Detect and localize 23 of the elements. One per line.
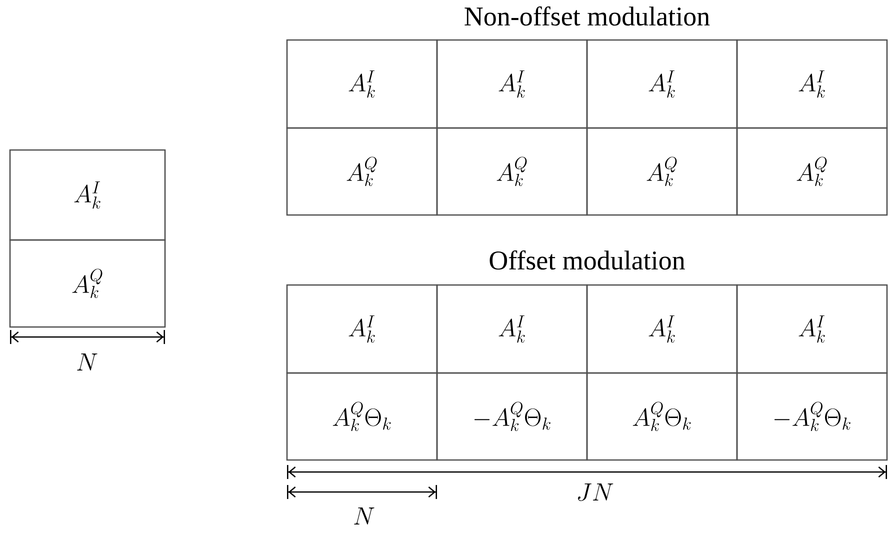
table-cell: $A_k^I$ xyxy=(286,284,438,374)
table-cell: $A_k^I$ xyxy=(286,39,438,129)
table-cell: $A_k^Q$ xyxy=(436,127,588,216)
table-cell: $A_k^I$ xyxy=(436,284,588,374)
table-cell: $A_k^Q$ xyxy=(9,239,166,328)
table-cell: $A_k^Q$ xyxy=(586,127,738,216)
table-title: Non-offset modulation xyxy=(464,6,710,26)
dimension-label: $N$ xyxy=(354,508,374,524)
table-cell: $A_k^Q$ xyxy=(286,127,438,216)
table-cell: $-A_k^Q\Theta_k$ xyxy=(736,372,888,461)
table-cell: $A_k^I$ xyxy=(736,284,888,374)
table-cell: $A_k^I$ xyxy=(9,149,166,241)
table-cell: $A_k^Q\Theta_k$ xyxy=(586,372,738,461)
table-cell: $A_k^I$ xyxy=(586,284,738,374)
table-cell: $A_k^Q\Theta_k$ xyxy=(286,372,438,461)
dimension-label: $JN$ xyxy=(578,484,614,501)
table-cell: $-A_k^Q\Theta_k$ xyxy=(436,372,588,461)
table-title: Offset modulation xyxy=(490,250,685,270)
dimension-label: $N$ xyxy=(77,354,98,370)
table-cell: $A_k^I$ xyxy=(586,39,738,129)
table-cell: $A_k^I$ xyxy=(736,39,888,129)
table-cell: $A_k^Q$ xyxy=(736,127,888,216)
table-cell: $A_k^I$ xyxy=(436,39,588,129)
